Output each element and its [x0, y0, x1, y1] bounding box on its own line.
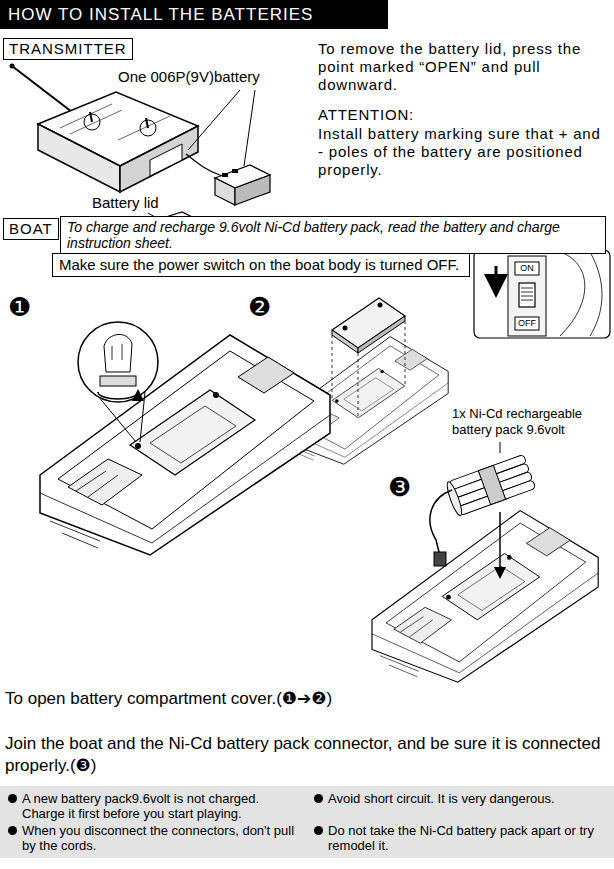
- note-text: Do not take the Ni-Cd battery pack apart…: [328, 823, 606, 853]
- note-text: To charge and recharge 9.6volt Ni-Cd bat…: [67, 219, 599, 251]
- info-box: To charge and recharge 9.6volt Ni-Cd bat…: [60, 216, 606, 254]
- note-text: Make sure the power switch on the boat b…: [59, 256, 463, 274]
- part-label: Battery lid: [92, 194, 159, 212]
- part-label: 1x Ni-Cd rechargeable battery pack 9.6vo…: [452, 406, 604, 438]
- attention-text: Install battery marking sure that + and …: [318, 125, 608, 179]
- part-label: One 006P(9V)battery: [118, 68, 260, 86]
- switch-label: ON: [515, 263, 539, 274]
- switch-label: OFF: [515, 318, 539, 329]
- section-label: BOAT: [3, 218, 59, 240]
- attention-heading: ATTENTION:: [318, 106, 414, 124]
- section-name: BOAT: [9, 220, 53, 238]
- callout-number: ❶: [8, 292, 31, 322]
- section-name: TRANSMITTER: [9, 40, 127, 58]
- label-holder: Install battery marking sure that + and …: [318, 125, 608, 179]
- callout-number: ❸: [388, 472, 411, 502]
- note-item: Do not take the Ni-Cd battery pack apart…: [314, 823, 606, 853]
- note-text: A new battery pack9.6volt is not charged…: [22, 791, 300, 821]
- callout-number: ❷: [248, 292, 271, 322]
- label-holder: ❷: [248, 292, 271, 322]
- label-holder: OFF: [515, 318, 539, 329]
- note-text: Avoid short circuit. It is very dangerou…: [328, 791, 555, 806]
- note-text: When you disconnect the connectors, don'…: [22, 823, 300, 853]
- label-holder: Join the boat and the Ni-Cd battery pack…: [5, 733, 609, 777]
- label-holder: To open battery compartment cover.(❶➔❷): [5, 688, 609, 710]
- warning-box: Make sure the power switch on the boat b…: [52, 253, 470, 277]
- bullet-dot: [8, 794, 17, 803]
- note-item: When you disconnect the connectors, don'…: [8, 823, 300, 853]
- title-band: HOW TO INSTALL THE BATTERIES: [0, 0, 388, 29]
- bullet-dot: [314, 826, 323, 835]
- section-label: TRANSMITTER: [3, 38, 133, 60]
- label-holder: ❶: [8, 292, 31, 322]
- bullet-dot: [314, 794, 323, 803]
- instruction-text: To remove the battery lid, press the poi…: [318, 40, 608, 94]
- page-title: HOW TO INSTALL THE BATTERIES: [8, 5, 378, 24]
- bullet-dot: [8, 826, 17, 835]
- notes-panel: A new battery pack9.6volt is not charged…: [0, 786, 614, 858]
- label-holder: To remove the battery lid, press the poi…: [318, 40, 608, 94]
- note-item: Avoid short circuit. It is very dangerou…: [314, 791, 606, 821]
- label-holder: Battery lid: [92, 194, 159, 212]
- step-text: Join the boat and the Ni-Cd battery pack…: [5, 733, 609, 777]
- step-text: To open battery compartment cover.(❶➔❷): [5, 688, 609, 710]
- label-holder: ON: [515, 263, 539, 274]
- label-holder: 1x Ni-Cd rechargeable battery pack 9.6vo…: [452, 406, 604, 438]
- note-item: A new battery pack9.6volt is not charged…: [8, 791, 300, 821]
- label-holder: One 006P(9V)battery: [118, 68, 260, 86]
- label-holder: ATTENTION:: [318, 106, 414, 124]
- label-holder: ❸: [388, 472, 411, 502]
